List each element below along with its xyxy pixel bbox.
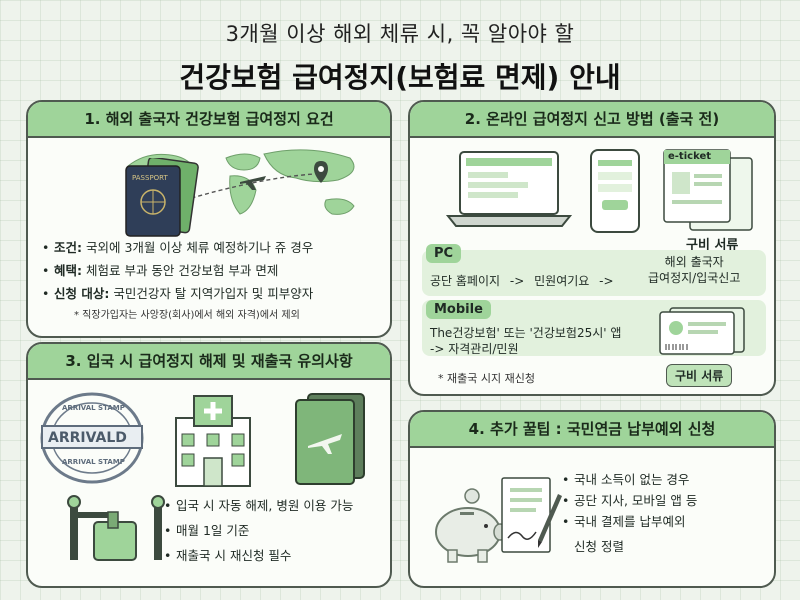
pc-result: 해외 출국자 급여정지/입국신고	[648, 255, 741, 285]
eticket-label: e-ticket	[668, 151, 712, 162]
arrival-stamp-icon	[40, 392, 144, 484]
section-reentry: 3. 입국 시 급여정지 해제 및 재출국 유의사항 ARRIVAL STAMP…	[26, 342, 392, 588]
requirement-condition: 조건: 국외에 3개월 이상 체류 예정하기나 쥬 경우	[42, 238, 386, 257]
stamp-top-text: ARRIVAL STAMP	[62, 404, 125, 412]
signed-document-icon	[501, 477, 562, 553]
docs-tag: 구비 서류	[666, 364, 733, 387]
section-pension-tip-title: 4. 추가 꿀팁 : 국민연금 납부예외 신청	[410, 412, 774, 448]
pc-step-homepage: 공단 홈페이지	[430, 274, 501, 288]
reentry-item: 재출국 시 재신청 필수	[164, 546, 388, 565]
pension-list: 국내 소득이 없는 경우 공단 지사, 모바일 앱 등 국내 결제를 납부예외	[562, 470, 772, 531]
mobile-label: Mobile	[426, 300, 491, 319]
mobile-line1: The건강보험' 또는 '건강보험25시' 앱	[430, 326, 622, 340]
docs-caption: 구비 서류	[686, 238, 739, 253]
travel-booklet-icon	[295, 393, 365, 485]
section-online-report: 2. 온라인 급여정지 신고 방법 (출국 전) e-ticket 구비 서류 …	[408, 100, 776, 396]
stamp-bottom-text: ARRIVAL STAMP	[62, 458, 125, 466]
pension-item: 국내 결제를 납부예외	[562, 512, 772, 531]
laptop-icon	[445, 151, 573, 227]
passport-icon	[125, 158, 199, 237]
plane-icon	[240, 176, 266, 190]
mobile-line2: -> 자격관리/민원	[430, 342, 519, 356]
arrow-icon: ->	[599, 274, 614, 288]
location-pin-icon	[314, 161, 328, 183]
reentry-item: 입국 시 자동 해제, 병원 이용 가능	[164, 496, 388, 515]
requirement-benefit: 혜택: 체험료 부과 동안 건강보험 부과 면제	[42, 261, 386, 280]
document-icon	[663, 149, 753, 231]
pc-steps: 공단 홈페이지 -> 민원여기요 ->	[430, 272, 620, 289]
section-pension-tip: 4. 추가 꿀팁 : 국민연금 납부예외 신청 국내 소득이 없는 경우 공단 …	[408, 410, 776, 588]
id-card-icon	[659, 307, 745, 355]
requirement-target: 신청 대상: 국민건강자 탈 지역가입자 및 피부양자	[42, 284, 386, 303]
section-requirements-title: 1. 해외 출국자 건강보험 급여정지 요건	[28, 102, 390, 138]
page-subtitle: 3개월 이상 해외 체류 시, 꼭 알아야 할	[225, 22, 575, 46]
section-online-report-title: 2. 온라인 급여정지 신고 방법 (출국 전)	[410, 102, 774, 138]
arrow-icon: ->	[509, 274, 525, 288]
piggy-bank-icon	[435, 488, 507, 563]
header: 3개월 이상 해외 체류 시, 꼭 알아야 할 건강보험 급여정지(보험료 면제…	[0, 18, 800, 96]
hospital-icon	[175, 395, 251, 487]
airport-gate-icon	[67, 495, 165, 561]
pc-step-civil: 민원여기요	[534, 274, 590, 288]
smartphone-icon	[590, 149, 640, 233]
requirements-note: * 직장가입자는 사앙장(회사)에서 해외 자격)에서 제외	[74, 310, 300, 321]
pc-method-panel: PC 공단 홈페이지 -> 민원여기요 -> 해외 출국자 급여정지/입국신고	[422, 244, 766, 296]
page-title: 건강보험 급여정지(보험료 면제) 안내	[179, 61, 621, 94]
section-requirements: 1. 해외 출국자 건강보험 급여정지 요건 PASSPORT 조건: 국외에 …	[26, 100, 392, 338]
reentry-item: 매월 1일 기준	[164, 521, 388, 540]
pension-item: 공단 지사, 모바일 앱 등	[562, 491, 772, 510]
section-reentry-title: 3. 입국 시 급여정지 해제 및 재출국 유의사항	[28, 344, 390, 380]
pension-continuation: 신청 정렬	[574, 539, 624, 554]
pension-item: 국내 소득이 없는 경우	[562, 470, 772, 489]
reapply-note: * 재출국 시지 재신청	[438, 372, 535, 385]
passport-label: PASSPORT	[132, 174, 168, 182]
reentry-list: 입국 시 자동 해제, 병원 이용 가능 매월 1일 기준 재출국 시 재신청 …	[164, 496, 388, 565]
requirements-list: 조건: 국외에 3개월 이상 체류 예정하기나 쥬 경우 혜택: 체험료 부과 …	[42, 238, 386, 303]
stamp-main-text: ARRIVALD	[48, 430, 127, 446]
pc-label: PC	[426, 244, 462, 263]
